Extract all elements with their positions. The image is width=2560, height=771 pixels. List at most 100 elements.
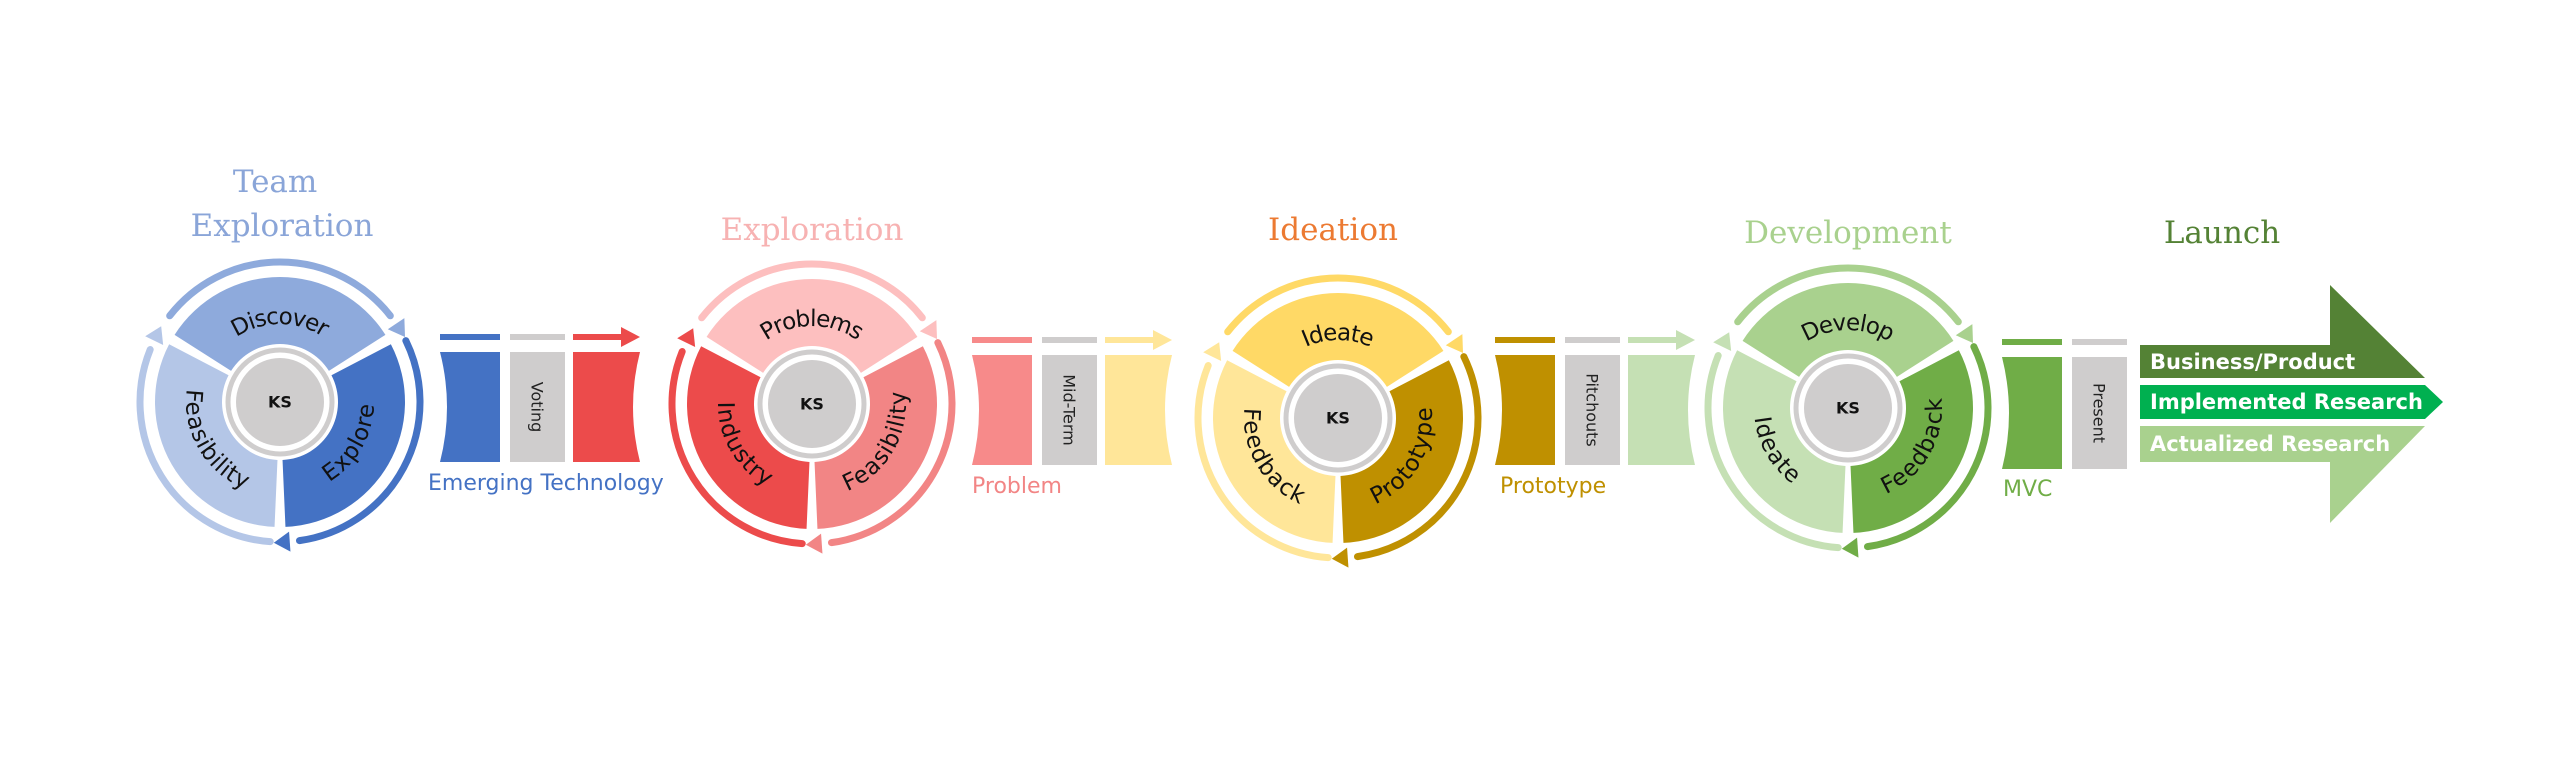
connector-mid-block xyxy=(510,352,565,462)
hub-outline xyxy=(225,347,335,457)
segment-ideate xyxy=(1723,350,1846,533)
hub-label-ks: KS xyxy=(800,395,824,414)
arc-arrow-left xyxy=(145,326,164,346)
outer-arc-right xyxy=(295,337,424,545)
segment-feedback xyxy=(1850,350,1973,533)
outer-arc-left xyxy=(1194,362,1332,562)
arc-arrow-left xyxy=(677,328,696,348)
connector-right-block xyxy=(1628,355,1695,465)
connector-right-block xyxy=(1105,355,1172,465)
connector-label: Mid-Term xyxy=(1060,374,1079,446)
hub-outline xyxy=(1283,363,1393,473)
segment-develop xyxy=(1742,282,1954,377)
connector-caption-problem: Problem xyxy=(972,474,1062,499)
connector-mid-bar xyxy=(510,334,565,340)
hub-core xyxy=(1294,374,1382,462)
outer-arc-left xyxy=(1704,352,1842,552)
connector-caption-emerging-technology: Emerging Technology xyxy=(428,471,664,496)
segment-ideate xyxy=(1232,293,1444,387)
launch-band-business-product xyxy=(2140,285,2425,378)
launch-title: Launch xyxy=(2164,215,2280,251)
stage-title-development: Development xyxy=(1744,215,1952,251)
segment-feasibility xyxy=(154,344,278,527)
launch-band-implemented-research xyxy=(2140,385,2443,419)
connector-right-bar xyxy=(1628,337,1676,343)
arc-arrow-right xyxy=(273,531,291,552)
outer-arc-top xyxy=(166,258,394,320)
arc-arrow-right xyxy=(1841,537,1859,558)
launch-label-implemented-research: Implemented Research xyxy=(2150,390,2423,414)
arc-arrow-top xyxy=(919,320,938,339)
connector-label: Voting xyxy=(528,382,547,433)
stage-title-exploration: Exploration xyxy=(721,212,904,248)
hub-outline xyxy=(1793,353,1903,463)
connector-left-block xyxy=(2002,357,2062,469)
arc-arrow-left xyxy=(1713,332,1732,352)
outer-arc-left xyxy=(668,348,806,548)
connector-label: Present xyxy=(2090,383,2109,443)
arc-arrow-right xyxy=(1331,547,1349,568)
segment-feasibility xyxy=(814,346,937,529)
outer-arc-top xyxy=(1224,274,1452,336)
arc-arrow-top xyxy=(1955,324,1974,343)
connector-mid-block xyxy=(1042,355,1097,465)
connector-caption-prototype: Prototype xyxy=(1500,474,1606,499)
hub-label-ks: KS xyxy=(268,393,292,412)
segment-problems xyxy=(706,278,918,373)
arc-arrow-top xyxy=(387,318,406,337)
launch-band-actualized-research xyxy=(2140,426,2425,523)
segment-industry xyxy=(687,346,810,529)
hub-core xyxy=(1804,364,1892,452)
hub-core xyxy=(768,360,856,448)
hub-outline xyxy=(757,349,867,459)
connector-caption-mvc: MVC xyxy=(2003,477,2052,502)
launch-label-business-product: Business/Product xyxy=(2150,350,2355,374)
stage-title-team-exploration: Team Exploration xyxy=(191,164,374,244)
connector-mid-block xyxy=(2072,357,2127,469)
connector-right-block xyxy=(573,352,640,462)
outer-arc-top xyxy=(1734,264,1962,326)
launch-label-actualized-research: Actualized Research xyxy=(2150,432,2390,456)
connector-mid-block xyxy=(1565,355,1620,465)
connector-arrow xyxy=(621,327,640,347)
connector-left-block xyxy=(440,352,500,462)
outer-arc-top xyxy=(698,260,926,322)
arc-arrow-right xyxy=(805,533,823,554)
connector-mid-bar xyxy=(2072,339,2127,345)
outer-arc-right xyxy=(827,339,956,547)
segment-feedback xyxy=(1213,360,1336,543)
stage-title-ideation: Ideation xyxy=(1268,212,1398,248)
outer-arc-right xyxy=(1353,353,1482,561)
segment-prototype xyxy=(1340,360,1463,543)
segment-explore xyxy=(282,344,405,527)
connector-left-bar xyxy=(1495,337,1555,343)
connector-left-block xyxy=(972,355,1032,465)
connector-mid-bar xyxy=(1565,337,1620,343)
segment-discover xyxy=(174,277,386,371)
connector-left-bar xyxy=(972,337,1032,343)
outer-arc-left xyxy=(136,346,274,546)
hub-label-ks: KS xyxy=(1836,399,1860,418)
connector-arrow xyxy=(1676,330,1695,350)
arc-arrow-top xyxy=(1445,334,1464,353)
connector-left-bar xyxy=(2002,339,2062,345)
connector-right-bar xyxy=(1105,337,1153,343)
outer-arc-right xyxy=(1863,343,1992,551)
hub-core xyxy=(236,358,324,446)
connector-arrow xyxy=(1153,330,1172,350)
connector-left-bar xyxy=(440,334,500,340)
connector-label: Pitchouts xyxy=(1583,373,1602,447)
connector-left-block xyxy=(1495,355,1555,465)
hub-label-ks: KS xyxy=(1326,409,1350,428)
connector-right-bar xyxy=(573,334,621,340)
